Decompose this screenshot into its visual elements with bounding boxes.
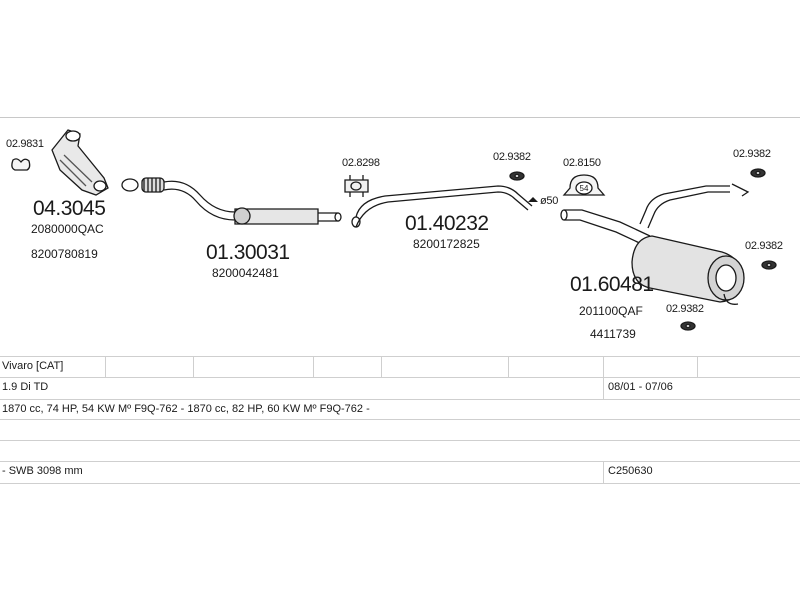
rear-silencer-ref-1: 201100QAF xyxy=(579,304,643,318)
pipe-diameter: ø50 xyxy=(540,195,559,207)
rubber-d-code: 02.9382 xyxy=(666,303,704,315)
clamp-a-code: 02.9831 xyxy=(6,138,44,150)
table-row-specs: 1870 cc, 74 HP, 54 KW Mº F9Q-762 - 1870 … xyxy=(0,399,800,419)
rubber-icon-b xyxy=(750,168,766,178)
middle-pipe xyxy=(351,185,533,228)
rubber-b-code: 02.9382 xyxy=(733,148,771,160)
table-row-empty-2 xyxy=(0,440,800,461)
clamp-size-text: 54 xyxy=(580,184,589,193)
rubber-icon-c xyxy=(761,260,777,270)
clamp-b-code: 02.8298 xyxy=(342,157,380,169)
table-row-variant: - SWB 3098 mm C250630 xyxy=(0,461,800,484)
clamp-icon-b xyxy=(344,175,369,197)
middle-pipe-ref: 8200172825 xyxy=(413,237,480,251)
front-silencer-code: 01.30031 xyxy=(206,241,290,264)
rubber-a-code: 02.9382 xyxy=(493,151,531,163)
rubber-icon-a xyxy=(509,171,525,181)
rear-silencer-code: 01.60481 xyxy=(570,273,654,296)
variant-cell: - SWB 3098 mm xyxy=(2,465,83,477)
exhaust-diagram: 54 xyxy=(11,129,777,331)
model-cell: Vivaro [CAT] xyxy=(2,360,64,372)
top-border xyxy=(0,117,800,118)
table-row-engine: 1.9 Di TD 08/01 - 07/06 xyxy=(0,377,800,399)
front-pipe xyxy=(121,177,236,221)
rubber-c-code: 02.9382 xyxy=(745,240,783,252)
catalyst-code: 04.3045 xyxy=(33,197,106,220)
rear-silencer xyxy=(631,235,745,305)
code-cell: C250630 xyxy=(608,465,653,477)
dates-cell: 08/01 - 07/06 xyxy=(608,381,673,393)
rubber-icon-d xyxy=(680,321,696,331)
rear-pipe xyxy=(560,183,750,247)
table-row-empty-1 xyxy=(0,419,800,440)
catalyst-ref-2: 8200780819 xyxy=(31,247,98,261)
catalytic-converter xyxy=(51,129,109,196)
middle-pipe-code: 01.40232 xyxy=(405,212,489,235)
catalyst-ref-1: 2080000QAC xyxy=(31,222,104,236)
engine-cell: 1.9 Di TD xyxy=(2,381,49,393)
table-row-model: Vivaro [CAT] xyxy=(0,356,800,377)
front-silencer xyxy=(233,207,342,225)
clamp-icon-c xyxy=(562,174,606,196)
front-silencer-ref: 8200042481 xyxy=(212,266,279,280)
rear-silencer-ref-2: 4411739 xyxy=(590,327,636,341)
clamp-icon-a xyxy=(11,158,31,171)
clamp-c-code: 02.8150 xyxy=(563,157,601,169)
specs-cell: 1870 cc, 74 HP, 54 KW Mº F9Q-762 - 1870 … xyxy=(2,403,370,415)
